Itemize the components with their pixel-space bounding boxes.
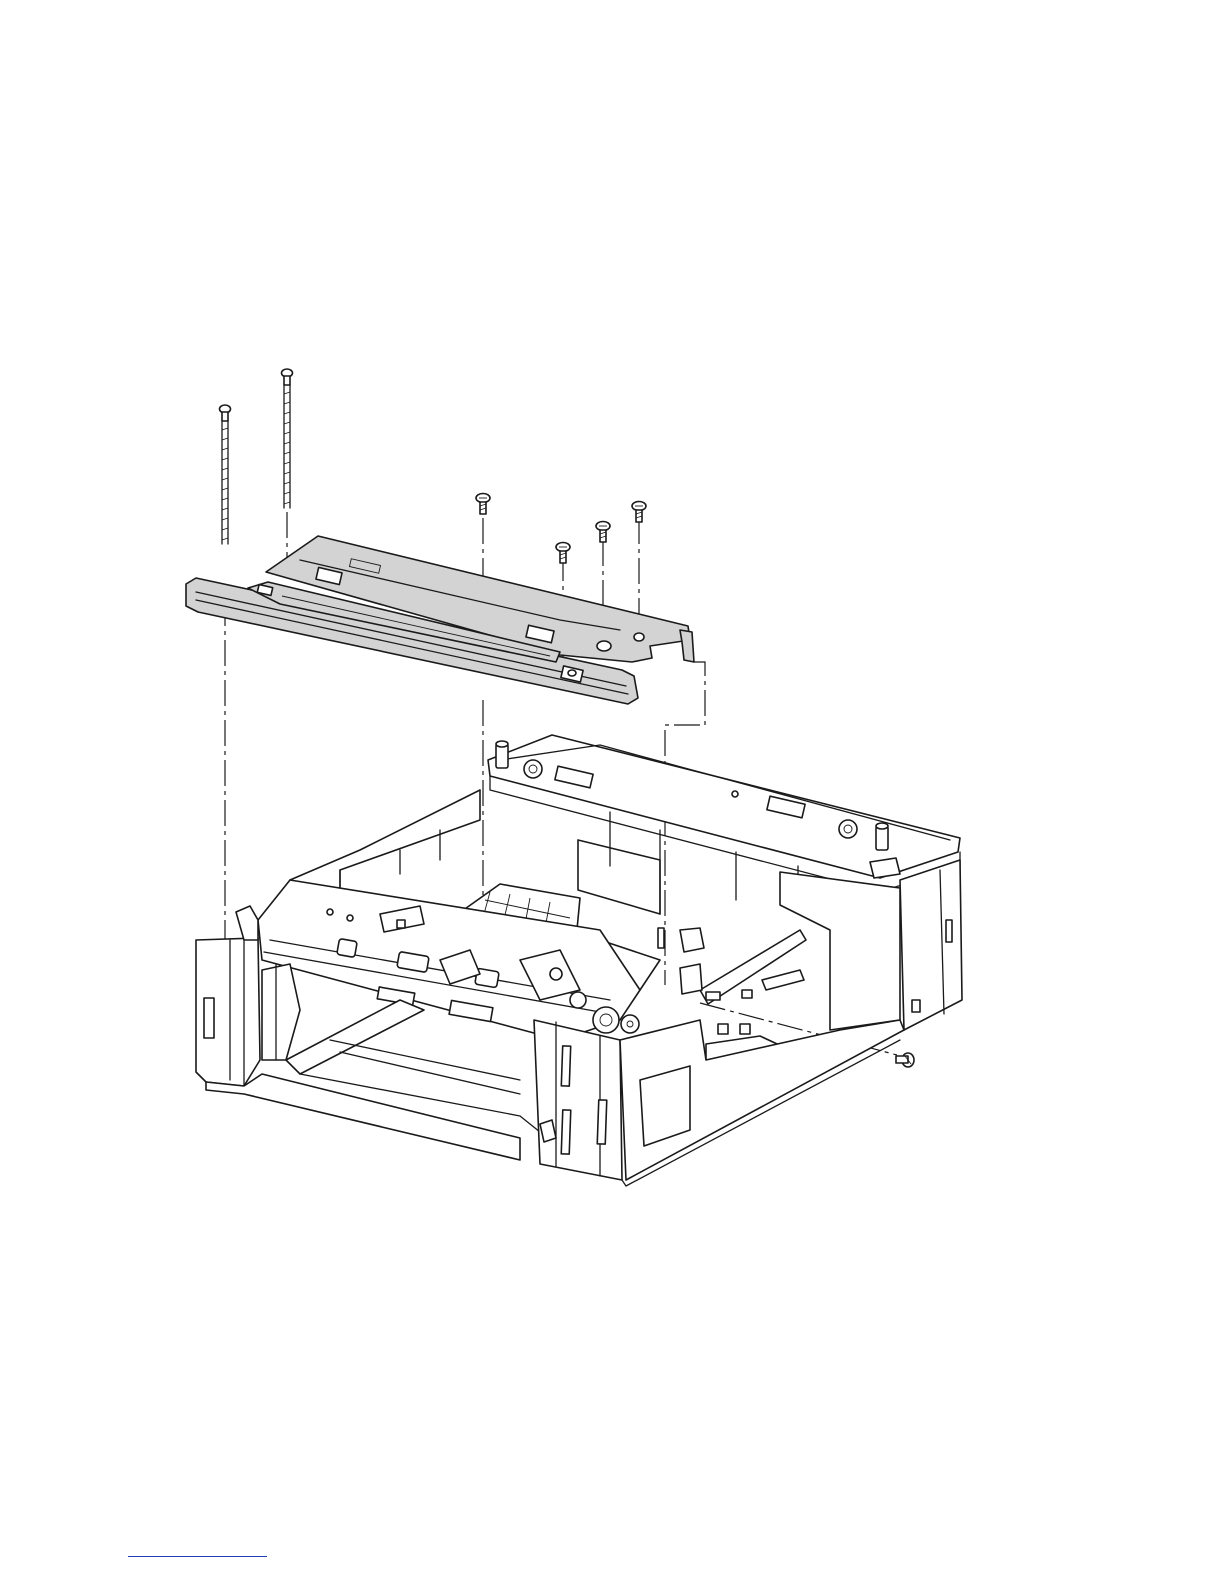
short-screw-1	[476, 494, 490, 515]
short-screw-4	[632, 502, 646, 523]
top-cover-plate	[186, 536, 694, 704]
side-screw	[896, 1053, 914, 1067]
long-screw-left	[220, 405, 231, 544]
short-screw-3	[596, 522, 610, 543]
footer-rule	[128, 1556, 267, 1557]
long-screw-right	[282, 369, 293, 508]
short-screw-2	[556, 543, 570, 564]
tray-unit-chassis	[196, 735, 962, 1186]
